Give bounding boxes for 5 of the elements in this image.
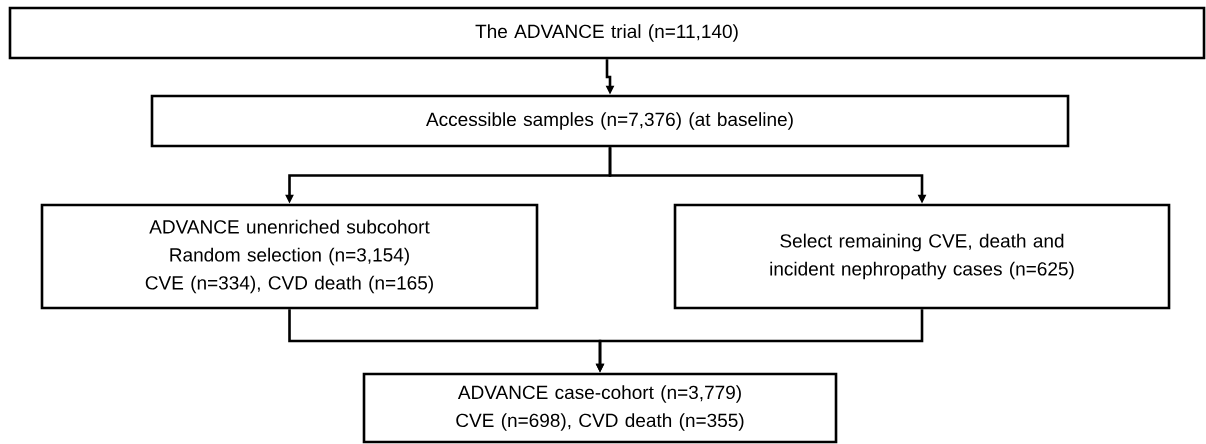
- process-box: The ADVANCE trial (n=11,140): [8, 6, 1206, 60]
- process-box: ADVANCE case-cohort (n=3,779) CVE (n=698), CVD death (n=355): [362, 372, 838, 444]
- process-box: Select remaining CVE, death and incident nephropathy cases (n=625): [673, 203, 1171, 310]
- process-box: ADVANCE unenriched subcohort Random selection (n=3,154) CVE (n=334), CVD death (n=165): [40, 203, 539, 310]
- process-box: Accessible samples (n=7,376) (at baseline): [150, 94, 1070, 148]
